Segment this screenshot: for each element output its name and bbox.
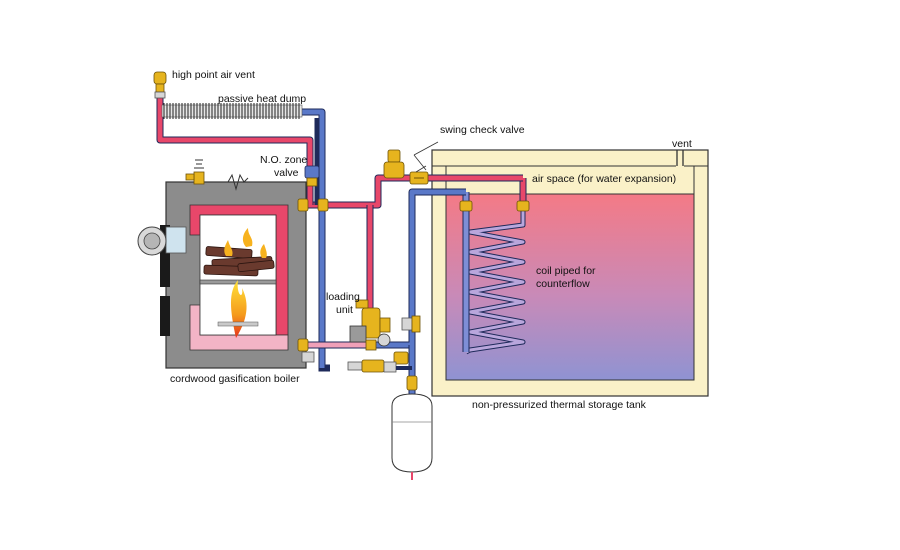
sensor-wire [227,173,249,191]
swing-check-valve-icon [409,171,429,185]
passive-heat-dump-icon [161,103,303,119]
coil-union-icon [459,200,473,212]
label-swing-check-valve: swing check valve [440,124,525,136]
blower-fan-icon [137,226,187,256]
label-tank: non-pressurized thermal storage tank [472,399,647,411]
tank-drain-valve-icon [401,315,421,333]
coil-union-icon [516,200,530,212]
expansion-tank-valve-icon [406,375,418,391]
pressure-relief-valve-icon [185,159,205,185]
label-zone-valve-line2: valve [274,167,299,179]
swing-check-leader [413,154,427,171]
label-vent: vent [672,138,692,150]
fill-valve-icon [347,351,412,373]
grate [199,279,277,285]
air-separator-icon [383,149,405,179]
diagram-labels: high point air vent passive heat dump N.… [170,69,692,411]
label-zone-valve-line1: N.O. zone [260,154,307,166]
tank-vent-icon [676,150,684,166]
boiler-return-union-icon [297,338,309,352]
expansion-tank-icon [391,393,433,480]
high-point-air-vent-icon [153,71,167,99]
label-coil-line2: counterflow [536,278,590,290]
label-boiler: cordwood gasification boiler [170,373,300,385]
label-passive-heat-dump: passive heat dump [218,93,306,105]
loading-door [160,225,170,287]
label-loading-line1: loading [326,291,360,303]
firewood-icon [203,246,275,277]
loading-unit-icon [349,299,391,351]
label-coil-line1: coil piped for [536,265,596,277]
label-high-point-air-vent: high point air vent [172,69,255,81]
gasification-boiler [137,159,315,369]
ash-door [160,296,170,336]
heat-dump-union-icon [317,198,329,212]
label-air-space: air space (for water expansion) [532,173,676,185]
zone-valve-icon [304,165,320,187]
label-loading-line2: unit [336,304,353,316]
heat-exchanger-coil [459,178,530,355]
boiler-drain-valve-icon [301,351,315,363]
boiler-supply-union-icon [297,198,309,212]
heat-dump-loop [156,90,326,360]
